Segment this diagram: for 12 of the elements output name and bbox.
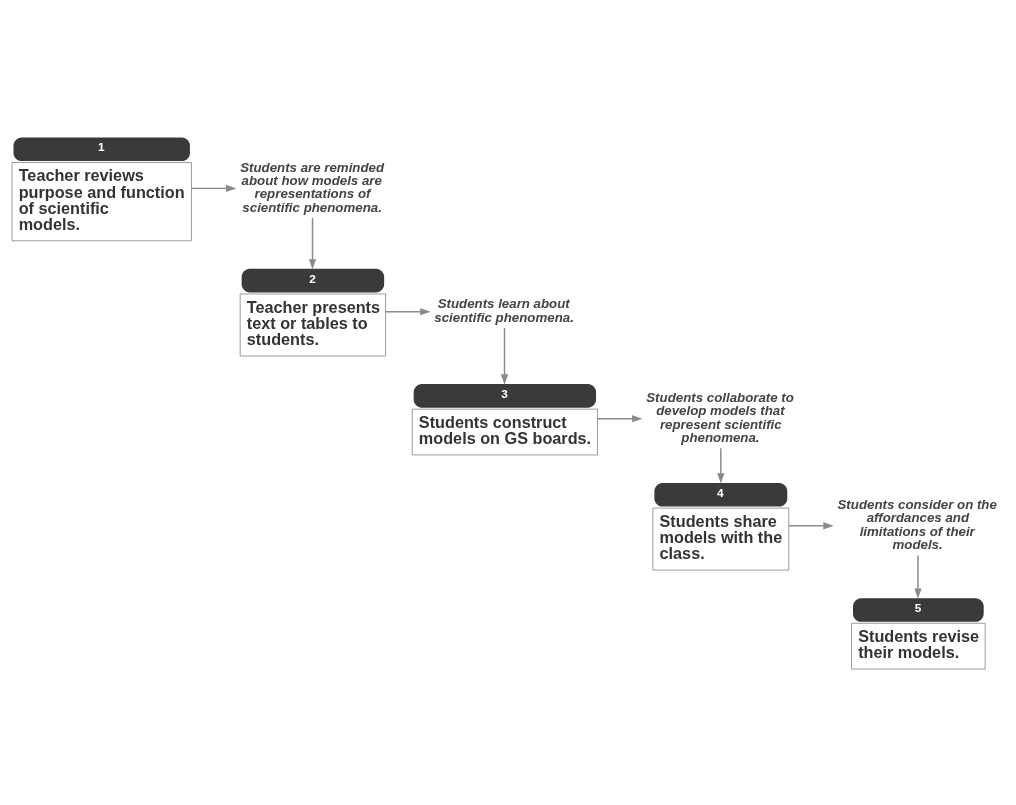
arrow: [914, 554, 922, 599]
arrow: [788, 522, 834, 530]
node-text: Students consider on the affordances and limitations of their models.: [837, 497, 997, 552]
arrow: [596, 415, 643, 423]
arrow: [384, 308, 431, 316]
arrow: [717, 447, 725, 484]
arrow: [500, 327, 509, 385]
node-text: Students collaborate to develop models that represent scientific phenomena.: [646, 390, 794, 445]
arrow: [308, 217, 317, 270]
node-text: Students learn about scientific phenomena.: [434, 296, 574, 325]
arrow: [190, 184, 237, 192]
node-text: Students are reminded about how models are representations of scientific phenomena.: [240, 159, 385, 215]
